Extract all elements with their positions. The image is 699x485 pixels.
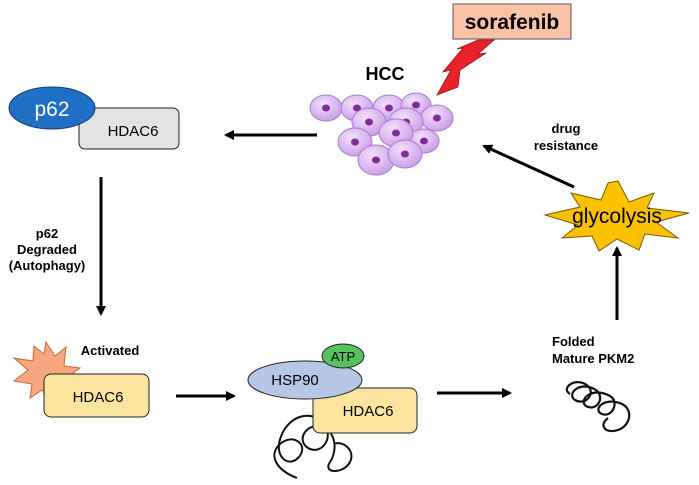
- activated-label: Activated: [81, 343, 140, 358]
- activated-hdac6: HDAC6 Activated: [12, 340, 150, 418]
- hdac6-activated-label: HDAC6: [73, 389, 124, 406]
- glycolysis-label: glycolysis: [572, 205, 662, 228]
- hdac6-top-label: HDAC6: [108, 123, 159, 140]
- cancer-cell: [357, 144, 395, 176]
- hsp90-hdac6-complex: HDAC6 HSP90 ATP: [247, 343, 418, 479]
- unfolded-pkm2-strand: [273, 414, 353, 479]
- p62-degraded-label: p62 Degraded (Autophagy): [9, 226, 86, 273]
- hdac6-complex-label: HDAC6: [343, 403, 394, 420]
- glycolysis-burst: glycolysis: [543, 180, 690, 252]
- folded-pkm2-coil: [565, 381, 631, 433]
- sorafenib-label: sorafenib: [465, 11, 560, 34]
- folded-pkm2-label-line1: Folded: [552, 334, 595, 349]
- cancer-cell: [387, 139, 423, 169]
- hsp90-label: HSP90: [271, 372, 319, 389]
- lightning-icon: [436, 39, 496, 96]
- svg-text:p62: p62: [36, 226, 58, 241]
- cancer-cell: [309, 94, 343, 122]
- hcc-cell-cluster: [309, 92, 454, 176]
- hcc-label: HCC: [366, 64, 405, 84]
- svg-text:(Autophagy): (Autophagy): [9, 258, 86, 273]
- sorafenib-box: sorafenib: [452, 3, 572, 40]
- svg-text:Degraded: Degraded: [17, 242, 77, 257]
- folded-pkm2-label-line2: Mature PKM2: [552, 351, 634, 366]
- arrow-glycolysis-to-hcc: [482, 144, 575, 189]
- p62-label: p62: [34, 98, 69, 121]
- cancer-cell: [420, 104, 454, 132]
- starburst-icon: [543, 180, 690, 252]
- drug-resistance-line2: resistance: [534, 138, 598, 153]
- p62-hdac6-complex: p62 HDAC6: [8, 86, 180, 150]
- atp-label: ATP: [331, 349, 355, 364]
- drug-resistance-line1: drug: [552, 121, 581, 136]
